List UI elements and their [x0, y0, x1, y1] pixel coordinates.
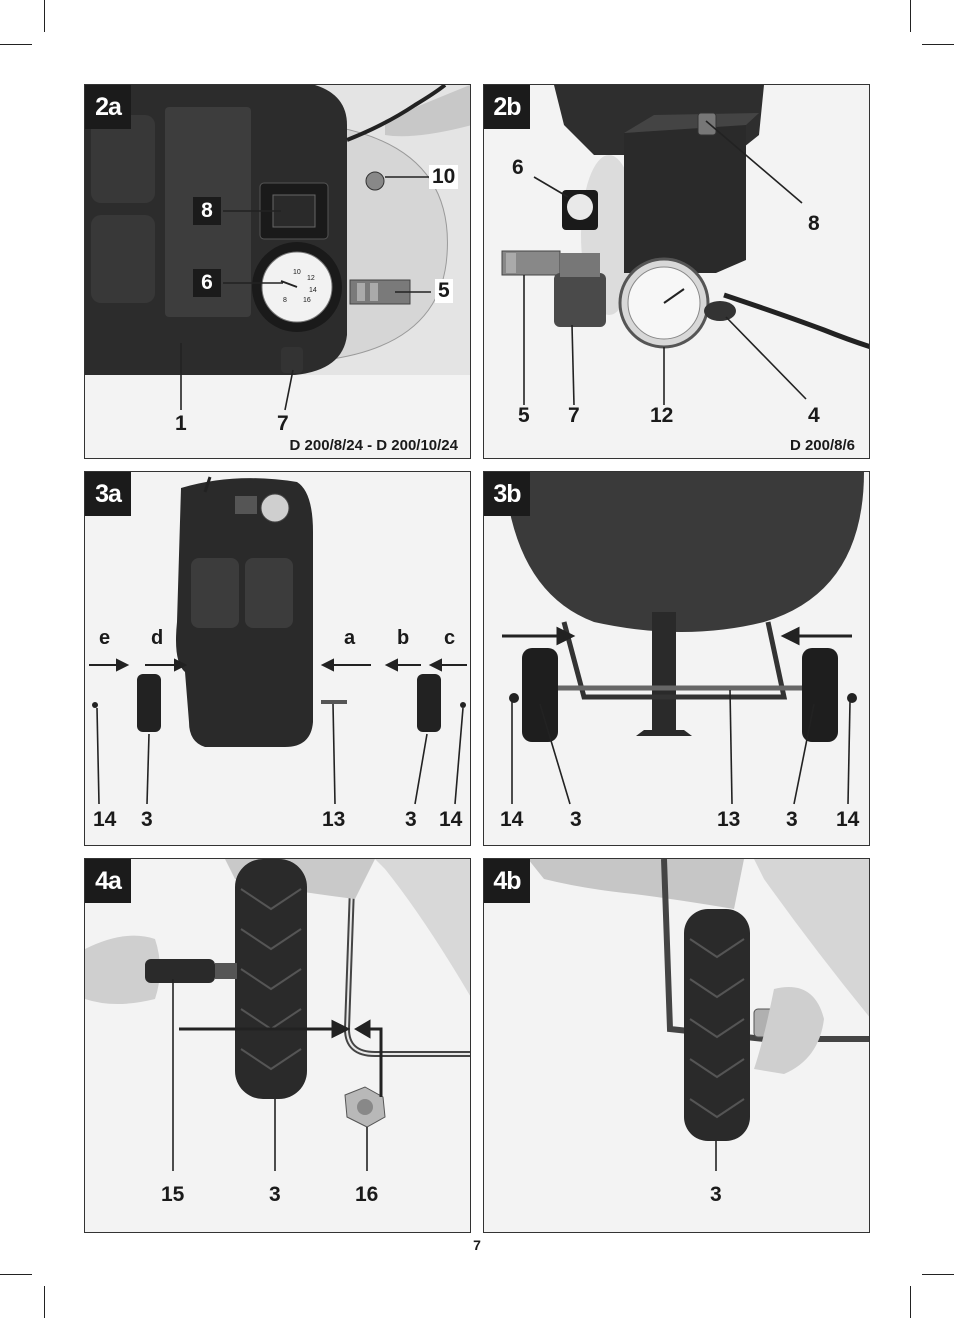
- callout-13: 13: [717, 808, 741, 831]
- callout-5: 5: [518, 404, 530, 427]
- wheel-bolt-mounting-illustration: [85, 859, 470, 1232]
- crop-mark: [0, 44, 32, 45]
- callout-4: 4: [808, 404, 820, 427]
- crop-mark: [0, 1274, 32, 1275]
- model-label: D 200/8/24 - D 200/10/24: [289, 437, 458, 454]
- crop-mark: [44, 1286, 45, 1318]
- callout-16: 16: [355, 1183, 379, 1206]
- callout-8: 8: [808, 212, 820, 235]
- figure-2a: 2a 10 12 14 16 8 8 6 10 5 1 7 D 200/8/24…: [84, 84, 471, 459]
- callout-8: 8: [193, 197, 221, 225]
- callout-6: 6: [512, 156, 524, 179]
- callout-3: 3: [141, 808, 153, 831]
- callout-10: 10: [429, 165, 459, 190]
- figure-tag: 4b: [484, 859, 530, 903]
- callout-3: 3: [269, 1183, 281, 1206]
- wheel-nut-tightening-illustration: [484, 859, 869, 1232]
- figure-4a: 4a 15 3 16: [84, 858, 471, 1233]
- callout-3: 3: [570, 808, 582, 831]
- arrow-label-e: e: [99, 627, 111, 649]
- gauge-mark: 14: [309, 287, 317, 294]
- callout-12: 12: [650, 404, 674, 427]
- crop-mark: [44, 0, 45, 32]
- callout-1: 1: [175, 412, 187, 435]
- callout-13: 13: [322, 808, 346, 831]
- callout-6: 6: [193, 269, 221, 297]
- wheel-axle-under-tank-illustration: [484, 472, 869, 845]
- crop-mark: [910, 1286, 911, 1318]
- compressor-regulator-illustration: [484, 85, 869, 458]
- callout-15: 15: [161, 1183, 185, 1206]
- crop-mark: [910, 0, 911, 32]
- arrow-label-d: d: [151, 627, 164, 649]
- figure-tag: 3a: [85, 472, 131, 516]
- callout-7: 7: [277, 412, 289, 435]
- gauge-mark: 8: [283, 297, 287, 304]
- model-label: D 200/8/6: [789, 437, 855, 454]
- figure-2b: 2b 6 8 5 7 12 4 D 200/8/6: [483, 84, 870, 459]
- callout-3: 3: [405, 808, 417, 831]
- figure-3a: 3a e d a b c 14 3 13 3 14: [84, 471, 471, 846]
- callout-3: 3: [710, 1183, 722, 1206]
- figure-tag: 2a: [85, 85, 131, 129]
- figure-4b: 4b 3: [483, 858, 870, 1233]
- callout-5: 5: [435, 279, 453, 304]
- wheel-assembly-exploded-illustration: [85, 472, 470, 845]
- callout-14: 14: [500, 808, 524, 831]
- figure-tag: 2b: [484, 85, 530, 129]
- figure-tag: 3b: [484, 472, 530, 516]
- figure-tag: 4a: [85, 859, 131, 903]
- crop-mark: [922, 44, 954, 45]
- gauge-mark: 12: [307, 275, 315, 282]
- callout-7: 7: [568, 404, 580, 427]
- crop-mark: [922, 1274, 954, 1275]
- arrow-label-b: b: [397, 627, 410, 649]
- arrow-label-a: a: [344, 627, 356, 649]
- page-number: 7: [473, 1237, 481, 1253]
- callout-3: 3: [786, 808, 798, 831]
- gauge-mark: 16: [303, 297, 311, 304]
- figure-3b: 3b 14 3 13 3 14: [483, 471, 870, 846]
- callout-14: 14: [836, 808, 860, 831]
- callout-14: 14: [93, 808, 117, 831]
- callout-14: 14: [439, 808, 463, 831]
- gauge-mark: 10: [293, 269, 301, 276]
- compressor-control-panel-illustration: [85, 85, 470, 458]
- arrow-label-c: c: [444, 627, 456, 649]
